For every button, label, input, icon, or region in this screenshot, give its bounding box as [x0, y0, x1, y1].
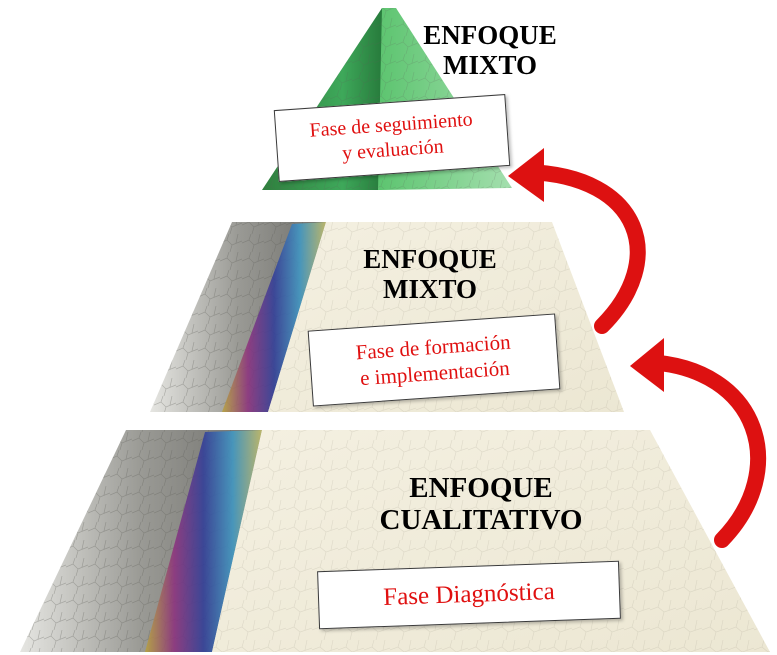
arrow-bottom-to-middle-head [630, 338, 664, 392]
arrow-middle-to-top [520, 164, 646, 334]
level-2-heading: ENFOQUE MIXTO [363, 244, 497, 305]
progression-arrows [508, 148, 766, 548]
level-1-heading: ENFOQUE MIXTO [423, 20, 557, 81]
arrow-bottom-to-middle [640, 354, 766, 548]
bottom-tier-iridescent-band [145, 430, 262, 652]
level-3-phase-box: Fase Diagnóstica [317, 560, 621, 630]
middle-tier-iridescent-band [222, 222, 326, 412]
level-3-heading: ENFOQUE CUALITATIVO [379, 472, 583, 537]
arrow-middle-to-top-head [508, 148, 544, 202]
